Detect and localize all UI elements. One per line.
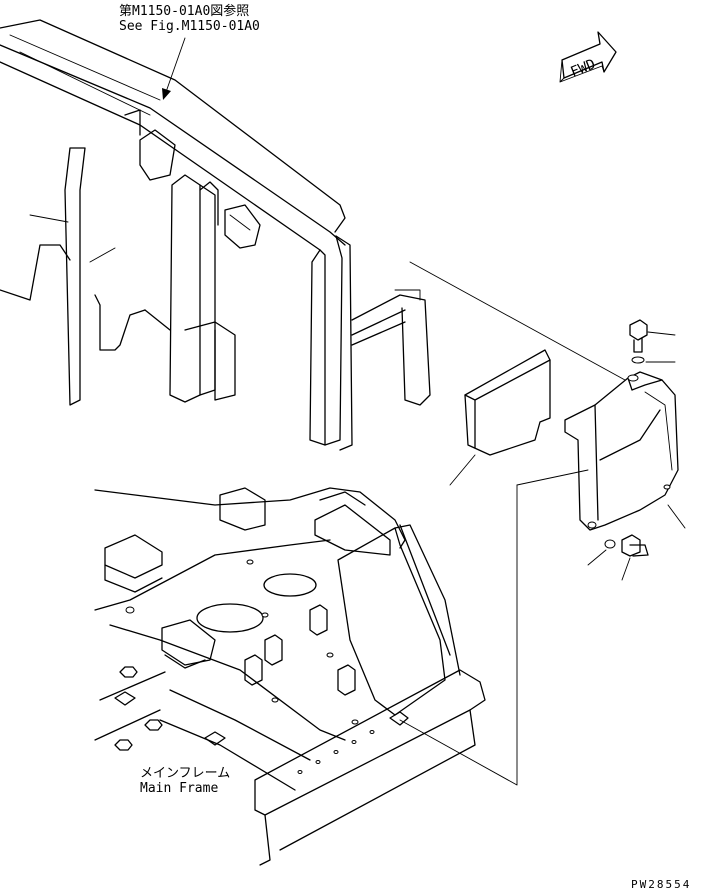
drawing-number: PW28554	[631, 878, 692, 891]
main-frame-label-en: Main Frame	[140, 781, 219, 796]
main-frame-label: メインフレーム Main Frame	[140, 766, 230, 796]
connection-lines	[399, 261, 626, 786]
hardware-bolts	[587, 319, 676, 581]
reference-arrow	[162, 37, 186, 100]
fwd-label: FWD	[568, 56, 597, 80]
bracket-cover-part	[564, 371, 686, 531]
cab-frame-assembly	[0, 19, 431, 451]
fwd-arrow-icon: FWD	[559, 31, 617, 83]
reference-note-ja: 第M1150-01A0図参照	[119, 4, 250, 19]
side-cover-part	[449, 349, 551, 486]
reference-note-en: See Fig.M1150-01A0	[119, 19, 260, 34]
reference-note: 第M1150-01A0図参照 See Fig.M1150-01A0	[119, 4, 260, 34]
beam-holes	[297, 730, 375, 774]
main-frame-assembly	[94, 487, 486, 866]
deck-holes	[125, 559, 359, 725]
main-frame-label-ja: メインフレーム	[140, 766, 231, 781]
